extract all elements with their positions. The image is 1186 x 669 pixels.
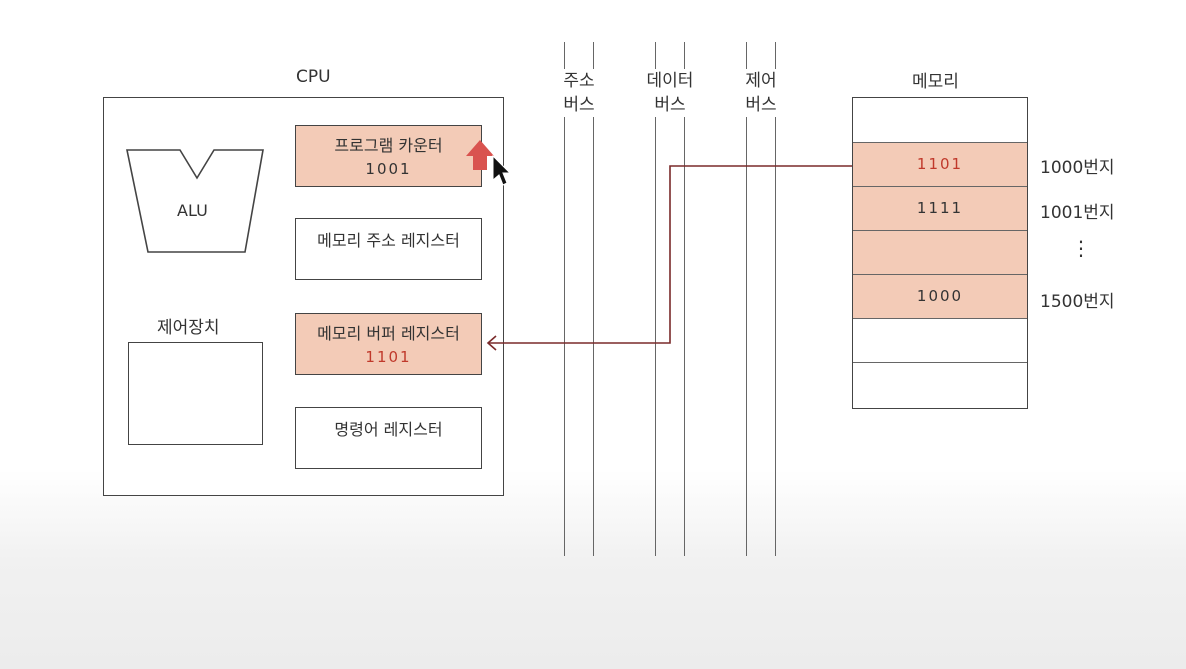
memory-cell xyxy=(853,230,1027,274)
register-name: 메모리 버퍼 레지스터 xyxy=(317,324,460,343)
control-bus-label: 제어 버스 xyxy=(731,69,791,117)
address-bus-label: 주소 버스 xyxy=(549,69,609,117)
data-bus-label: 데이터 버스 xyxy=(640,69,700,117)
data-bus-line-right xyxy=(684,42,685,556)
register-value: 1001 xyxy=(365,160,412,178)
memory-address-label: 1000번지 xyxy=(1040,158,1115,178)
memory-cell xyxy=(853,318,1027,362)
data-bus-line-left xyxy=(655,42,656,556)
increment-arrow-icon xyxy=(466,140,494,170)
address-bus-line-left xyxy=(564,42,565,556)
control-bus-line-left xyxy=(746,42,747,556)
control-unit-label: 제어장치 xyxy=(157,318,220,338)
control-bus-line-right xyxy=(775,42,776,556)
memory-address-label: 1001번지 xyxy=(1040,203,1115,223)
register-value: 1101 xyxy=(365,348,412,366)
ellipsis-label: ⋮ xyxy=(1071,236,1091,260)
memory-buffer-register: 메모리 버퍼 레지스터 1101 xyxy=(295,313,482,375)
control-unit-box xyxy=(128,342,263,445)
arrowhead xyxy=(486,335,497,351)
memory-cell: 1111 xyxy=(853,186,1027,230)
mouse-cursor-icon xyxy=(492,154,512,186)
register-name: 명령어 레지스터 xyxy=(334,420,443,439)
register-name: 메모리 주소 레지스터 xyxy=(317,231,460,250)
register-name: 프로그램 카운터 xyxy=(334,136,443,155)
alu-label: ALU xyxy=(177,201,208,220)
memory-title: 메모리 xyxy=(912,72,959,92)
memory-cell xyxy=(853,362,1027,406)
address-bus-line-right xyxy=(593,42,594,556)
program-counter-register: 프로그램 카운터 1001 xyxy=(295,125,482,187)
instruction-register: 명령어 레지스터 xyxy=(295,407,482,469)
memory-address-label: 1500번지 xyxy=(1040,292,1115,312)
memory-address-register: 메모리 주소 레지스터 xyxy=(295,218,482,280)
memory-cell: 1101 xyxy=(853,142,1027,186)
cpu-title: CPU xyxy=(296,67,331,87)
memory-cell: 1000 xyxy=(853,274,1027,318)
data-transfer-arrow xyxy=(489,165,852,344)
memory-box: 1101 1111 1000 xyxy=(852,97,1028,409)
